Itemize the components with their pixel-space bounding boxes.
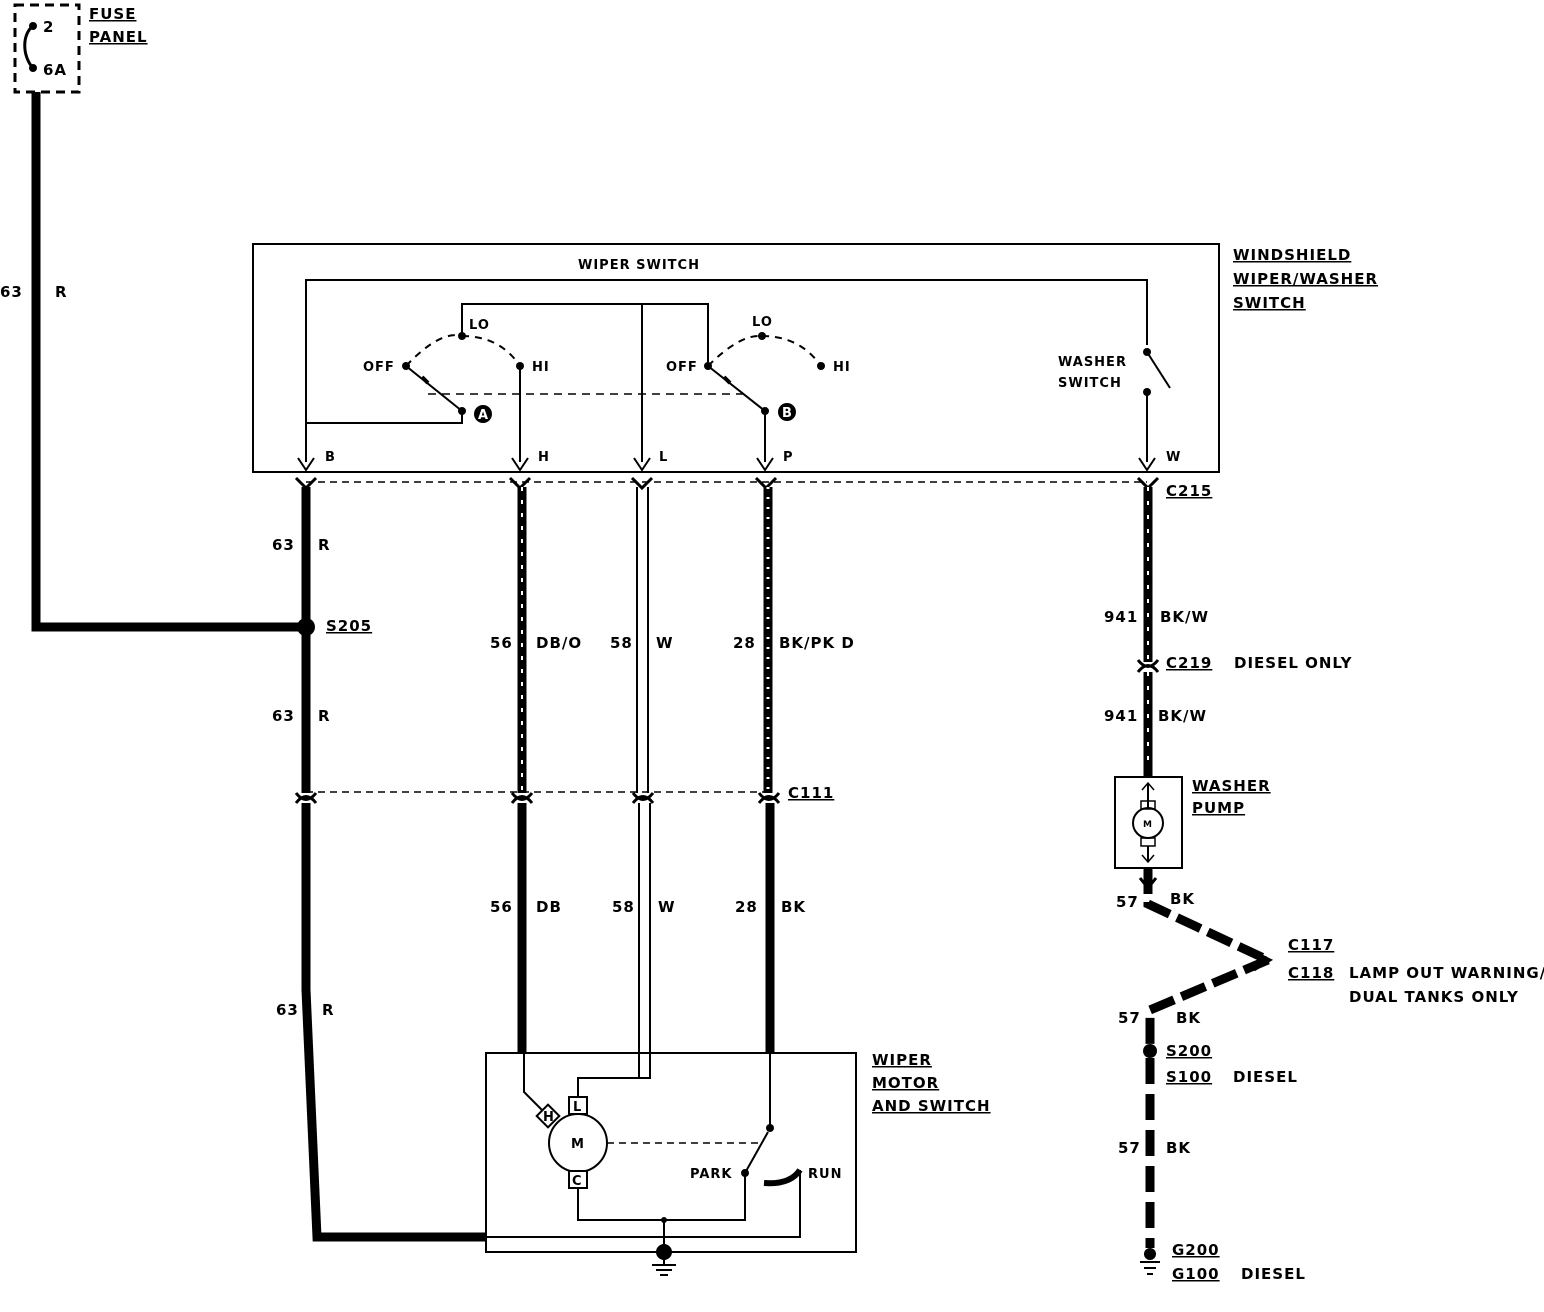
g100-note: DIESEL: [1241, 1265, 1306, 1283]
w63-lower-color: R: [322, 1001, 335, 1019]
wire-56: 56 DB/O 56 DB: [490, 487, 582, 1053]
fuse-panel: 2 6A FUSE PANEL: [13, 3, 148, 94]
wire-58: 58 W 58 W: [610, 487, 676, 1053]
c118-note-2: DUAL TANKS ONLY: [1349, 988, 1519, 1006]
washer-pump-label-2: PUMP: [1192, 799, 1245, 817]
w58-upper-color: W: [656, 634, 674, 652]
motor-term-h: H: [543, 1110, 554, 1125]
fuse-element: [23, 24, 35, 70]
fuse-rating: 6A: [43, 61, 67, 79]
run-label: RUN: [808, 1167, 842, 1182]
washer-pump-label-1: WASHER: [1192, 777, 1271, 795]
switch-label-3: SWITCH: [1233, 294, 1306, 312]
fuse-number: 2: [43, 18, 54, 36]
windshield-wiper-washer-switch: WIPER SWITCH WINDSHIELD WIPER/WASHER SWI…: [252, 243, 1378, 473]
w56-lower-color: DB: [536, 898, 562, 916]
w28-upper-color: BK/PK D: [779, 634, 855, 652]
w57-c-color: BK: [1166, 1139, 1191, 1157]
w57-a-circuit: 57: [1116, 893, 1139, 911]
w941-lower-color: BK/W: [1158, 707, 1207, 725]
w63-mid-circuit: 63: [272, 707, 295, 725]
w56-lower-circuit: 56: [490, 898, 513, 916]
wiper-switch-title: WIPER SWITCH: [578, 258, 700, 273]
connector-c111: C111: [294, 784, 834, 804]
wiper-motor-label-3: AND SWITCH: [872, 1097, 991, 1115]
w63-upper-color: R: [318, 536, 331, 554]
w57-b-color: BK: [1176, 1009, 1201, 1027]
c215-label: C215: [1166, 482, 1212, 500]
washer-pump: M WASHER PUMP: [1114, 776, 1271, 869]
wiper-motor-label-1: WIPER: [872, 1051, 932, 1069]
washer-switch-label-2: SWITCH: [1058, 376, 1122, 391]
w941-upper-color: BK/W: [1160, 608, 1209, 626]
w57-c-circuit: 57: [1118, 1139, 1141, 1157]
w28-upper-circuit: 28: [733, 634, 756, 652]
w941-upper-circuit: 941: [1104, 608, 1138, 626]
s100-label: S100: [1166, 1068, 1212, 1086]
wiper-motor-m: M: [571, 1137, 585, 1152]
washer-switch-label-1: WASHER: [1058, 355, 1127, 370]
terminal-b: B: [325, 450, 336, 465]
switch-label-1: WINDSHIELD: [1233, 246, 1351, 264]
c117-label: C117: [1288, 936, 1334, 954]
fuse-panel-label-1: FUSE: [89, 5, 136, 23]
s200-label: S200: [1166, 1042, 1212, 1060]
wire-63-feed-circuit: 63: [0, 283, 23, 301]
wire-63-feed: 63 R: [0, 92, 303, 632]
w63-mid-color: R: [318, 707, 331, 725]
w63-upper-circuit: 63: [272, 536, 295, 554]
c219-note: DIESEL ONLY: [1234, 654, 1353, 672]
terminal-p: P: [783, 450, 794, 465]
switch-a-off: OFF: [363, 360, 395, 375]
terminal-l: L: [659, 450, 668, 465]
washer-pump-m: M: [1143, 820, 1152, 830]
connector-c215: C215: [294, 476, 1212, 500]
w941-lower-circuit: 941: [1104, 707, 1138, 725]
w58-lower-color: W: [658, 898, 676, 916]
w58-lower-circuit: 58: [612, 898, 635, 916]
s205-dot: [297, 618, 315, 636]
terminal-h: H: [538, 450, 550, 465]
wire-57: 57 BK C117 C118 LAMP OUT WARNING/ DUAL T…: [1116, 868, 1544, 1283]
contact-a-label: A: [478, 408, 488, 423]
terminal-w: W: [1166, 450, 1181, 465]
c118-label: C118: [1288, 964, 1334, 982]
c219-label: C219: [1166, 654, 1212, 672]
park-label: PARK: [690, 1167, 732, 1182]
switch-a-hi: HI: [532, 360, 550, 375]
wire-941: 941 BK/W C219 DIESEL ONLY 941 BK/W: [1104, 487, 1353, 778]
g200-label: G200: [1172, 1241, 1220, 1259]
s100-note: DIESEL: [1233, 1068, 1298, 1086]
s205-label: S205: [326, 617, 372, 635]
w28-lower-color: BK: [781, 898, 806, 916]
c111-label: C111: [788, 784, 834, 802]
s200-dot: [1143, 1044, 1157, 1058]
switch-label-2: WIPER/WASHER: [1233, 270, 1378, 288]
w63-lower-circuit: 63: [276, 1001, 299, 1019]
w56-upper-color: DB/O: [536, 634, 582, 652]
w58-upper-circuit: 58: [610, 634, 633, 652]
wire-28: 28 BK/PK D 28 BK: [733, 487, 855, 1053]
contact-b-label: B: [782, 406, 792, 421]
g100-label: G100: [1172, 1265, 1220, 1283]
motor-term-c: C: [572, 1174, 582, 1189]
w28-lower-circuit: 28: [735, 898, 758, 916]
c118-note-1: LAMP OUT WARNING/: [1349, 964, 1544, 982]
wire-63-feed-color: R: [55, 283, 68, 301]
w57-b-circuit: 57: [1118, 1009, 1141, 1027]
switch-b-off: OFF: [666, 360, 698, 375]
wiper-motor-label-2: MOTOR: [872, 1074, 939, 1092]
switch-b-lo: LO: [752, 315, 773, 330]
motor-term-l: L: [573, 1100, 581, 1115]
w57-a-color: BK: [1170, 890, 1195, 908]
switch-a-lo: LO: [469, 318, 490, 333]
wiper-motor-and-switch: WIPER MOTOR AND SWITCH M L C H PARK RUN: [485, 1051, 991, 1276]
w56-upper-circuit: 56: [490, 634, 513, 652]
switch-b-hi: HI: [833, 360, 851, 375]
fuse-panel-label-2: PANEL: [89, 28, 148, 46]
wire-63: S205 63 R 63 R 63 R: [272, 487, 486, 1242]
